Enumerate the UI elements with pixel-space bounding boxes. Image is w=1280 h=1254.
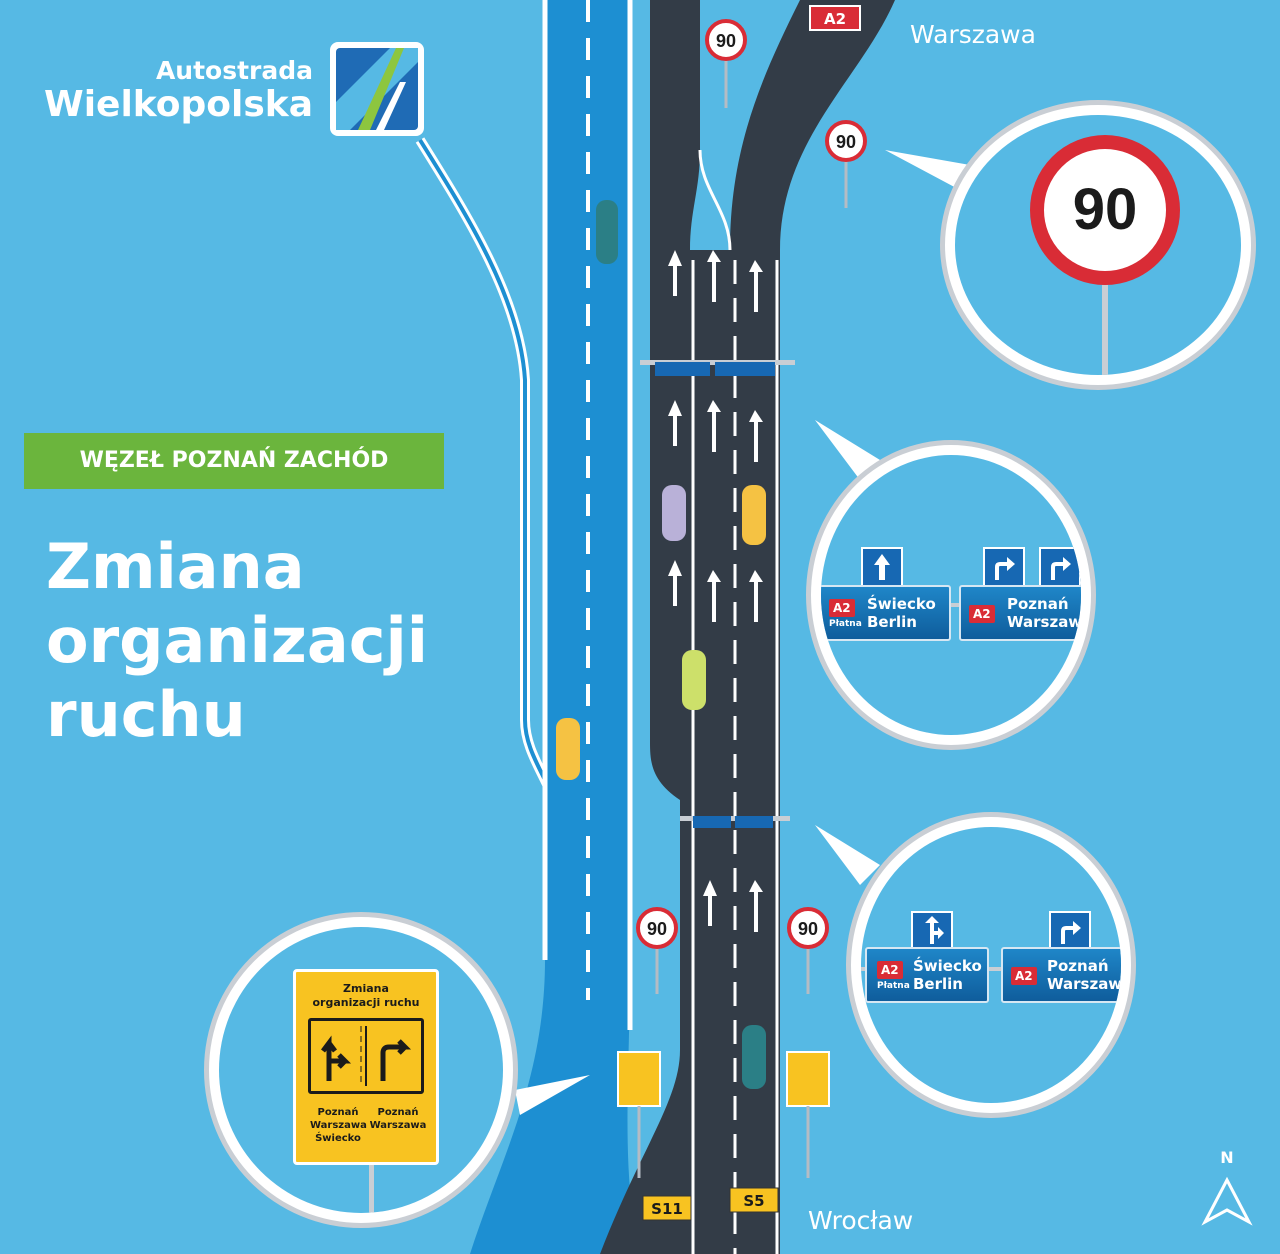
callout-pointer <box>515 1075 590 1115</box>
a2-badge: A2 <box>969 605 995 623</box>
dest-label: Poznań <box>377 1107 419 1118</box>
speed-value: 90 <box>716 31 736 51</box>
sign-line1: Świecko <box>913 957 982 975</box>
small-info-sign <box>786 1051 830 1107</box>
brand-line2: Wielkopolska <box>44 84 314 125</box>
a2-badge: A2 <box>1011 967 1037 985</box>
sign-line1: Świecko <box>867 595 936 613</box>
lane-arrow-icon <box>380 1039 412 1081</box>
north-arrow-icon <box>1201 1176 1253 1226</box>
junction-banner: WĘZEŁ POZNAŃ ZACHÓD <box>24 433 444 489</box>
car <box>556 718 580 780</box>
sign-line2: Warszawa <box>1007 613 1081 631</box>
direction-sign-poznan: A2 Poznań Warszawa <box>1001 947 1121 1003</box>
compass-label: N <box>1220 1148 1233 1167</box>
s11-label: S11 <box>651 1200 683 1218</box>
small-info-sign <box>617 1051 661 1107</box>
car <box>662 485 686 541</box>
sign-pole <box>369 1163 374 1213</box>
speed-sign <box>705 19 747 108</box>
lane-diagram <box>308 1018 424 1094</box>
right-turn-arrow-icon <box>1049 911 1091 951</box>
dest-label: Warszawa <box>310 1120 367 1131</box>
sign-line2: Berlin <box>913 975 963 993</box>
gantry-callout-south: A2 Płatna Świecko Berlin A2 Poznań Warsz… <box>846 812 1136 1118</box>
speed-limit-sign-large: 90 <box>1030 135 1180 285</box>
sign-line2: Berlin <box>867 613 917 631</box>
brand-name: Autostrada Wielkopolska <box>44 58 313 123</box>
s5-shield <box>729 1187 779 1213</box>
blue-road-lower <box>470 0 640 1254</box>
a2-shield <box>809 5 861 31</box>
car <box>742 485 766 545</box>
car <box>596 200 618 264</box>
a2-label: A2 <box>824 10 846 28</box>
speed-limit-callout: 90 <box>940 100 1256 390</box>
brand-line1: Autostrada <box>155 56 314 85</box>
callout-pointer <box>815 420 880 480</box>
lane-arrow-icon <box>321 1035 352 1081</box>
traffic-change-sign: Zmiana organizacji ruchu Poznań Warszawa… <box>293 969 439 1165</box>
a2-badge: A2 <box>877 961 903 979</box>
direction-sign-poznan: A2 Poznań Warszawa <box>959 585 1081 641</box>
headline: Zmiana organizacji ruchu <box>46 530 428 752</box>
dest-label: Świecko <box>315 1133 361 1144</box>
speed-sign <box>787 907 829 994</box>
headline-line2: organizacji <box>46 604 428 677</box>
callout-pointer <box>885 150 970 190</box>
sign-pole <box>1102 285 1108 375</box>
toll-label: Płatna <box>829 619 862 629</box>
motorway-left <box>600 0 700 1254</box>
gantry-callout-north: A2 Płatna Świecko Berlin A2 Poznań Warsz… <box>806 440 1096 750</box>
dest-label: Warszawa <box>369 1120 427 1131</box>
s11-shield <box>642 1195 692 1221</box>
city-north: Warszawa <box>910 20 1036 49</box>
brand-logo <box>330 42 424 136</box>
s5-label: S5 <box>743 1192 764 1210</box>
sign-line1: Poznań <box>1047 957 1109 975</box>
speed-value: 90 <box>798 919 818 939</box>
speed-sign <box>636 907 678 994</box>
car <box>682 650 706 710</box>
city-south: Wrocław <box>808 1206 914 1235</box>
sign-title1: Zmiana <box>343 982 389 995</box>
callout-pointer <box>815 825 880 885</box>
direction-sign-swiecko: A2 Płatna Świecko Berlin <box>865 947 989 1003</box>
speed-value: 90 <box>647 919 667 939</box>
info-sign-callout: Zmiana organizacji ruchu Poznań Warszawa… <box>204 912 518 1228</box>
sign-line2: Warszawa <box>1047 975 1121 993</box>
headline-line1: Zmiana <box>46 530 305 603</box>
speed-sign <box>825 120 867 208</box>
sign-line1: Poznań <box>1007 595 1069 613</box>
headline-line3: ruchu <box>46 678 246 751</box>
lane-arrows <box>668 250 763 932</box>
right-turn-arrow-icon <box>983 547 1025 587</box>
speed-value: 90 <box>836 132 856 152</box>
dest-label: Poznań <box>317 1107 359 1118</box>
direction-sign-swiecko: A2 Płatna Świecko Berlin <box>821 585 951 641</box>
toll-label: Płatna <box>877 981 910 991</box>
a2-badge: A2 <box>829 599 855 617</box>
straight-right-arrow-icon <box>911 911 953 951</box>
sign-title2: organizacji ruchu <box>312 996 420 1009</box>
straight-arrow-icon <box>861 547 903 587</box>
right-turn-arrow-icon <box>1039 547 1081 587</box>
car <box>742 1025 766 1089</box>
